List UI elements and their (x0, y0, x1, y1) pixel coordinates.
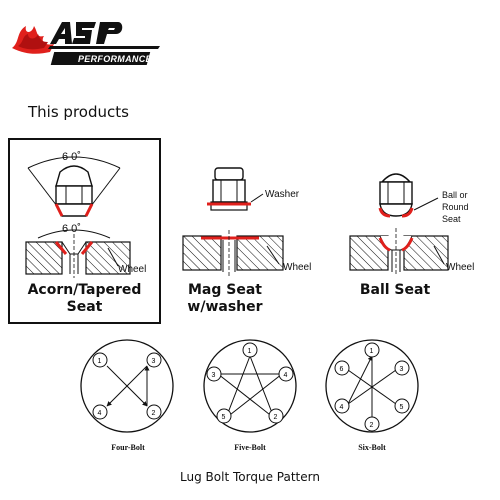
acorn-nut-icon (54, 165, 94, 217)
ball-wheel-section (349, 228, 449, 276)
four-bolt-pattern: 1 3 4 2 (80, 339, 174, 433)
mag-seat-diagram: Washer Wheel (182, 167, 311, 276)
six-bolt-num-5: 5 (400, 404, 404, 411)
four-bolt-label: Four-Bolt (111, 443, 145, 452)
ball-seat-diagram: Ball or Round Seat Wheel (349, 173, 474, 276)
ball-nut-icon (378, 173, 414, 218)
ball-seat-side-label: Ball or Round Seat (442, 190, 471, 224)
acorn-seat-highlight-box (8, 138, 161, 324)
four-bolt-num-2: 2 (152, 410, 156, 417)
six-bolt-num-1: 1 (370, 348, 374, 355)
six-bolt-num-2: 2 (370, 422, 374, 429)
mag-seat-label: Mag Seat w/washer (187, 282, 263, 315)
six-bolt-label: Six-Bolt (358, 443, 386, 452)
acorn-wheel-label: Wheel (118, 264, 146, 275)
six-bolt-num-3: 3 (400, 366, 404, 373)
ball-seat-label: Ball Seat (359, 282, 431, 298)
five-bolt-pattern: 1 3 4 5 2 (203, 339, 297, 433)
asp-performance-logo: PERFORMANCE (12, 22, 160, 65)
mag-nut-icon (207, 167, 251, 211)
six-bolt-pattern: 1 6 3 4 5 2 (325, 339, 419, 433)
acorn-bottom-angle: 6 0˚ (62, 223, 81, 235)
five-bolt-label: Five-Bolt (234, 443, 266, 452)
logo-tagline: PERFORMANCE (78, 54, 152, 64)
torque-pattern-title: Lug Bolt Torque Pattern (180, 470, 320, 484)
six-bolt-num-6: 6 (340, 366, 344, 373)
acorn-top-angle: 6 0˚ (62, 151, 81, 163)
mag-wheel-section (182, 230, 284, 276)
five-bolt-num-5: 5 (222, 414, 226, 421)
logo-brand-letters (48, 22, 160, 49)
five-bolt-num-1: 1 (248, 348, 252, 355)
products-heading: This products (28, 103, 129, 121)
mag-wheel-label: Wheel (283, 262, 311, 273)
four-bolt-num-4: 4 (98, 410, 102, 417)
acorn-wheel-section (25, 234, 131, 278)
four-bolt-num-1: 1 (98, 358, 102, 365)
ball-wheel-label: Wheel (446, 262, 474, 273)
six-bolt-num-4: 4 (340, 404, 344, 411)
mag-washer-label: Washer (265, 189, 300, 200)
acorn-seat-label: Acorn/Tapered Seat (27, 282, 142, 315)
five-bolt-num-4: 4 (284, 372, 288, 379)
five-bolt-num-3: 3 (212, 372, 216, 379)
torque-patterns: 1 3 4 2 1 3 4 5 2 1 6 3 4 5 2 (80, 339, 419, 433)
four-bolt-num-3: 3 (152, 358, 156, 365)
five-bolt-num-2: 2 (274, 414, 278, 421)
acorn-seat-diagram: 6 0˚ 6 0˚ Wheel (25, 151, 146, 278)
